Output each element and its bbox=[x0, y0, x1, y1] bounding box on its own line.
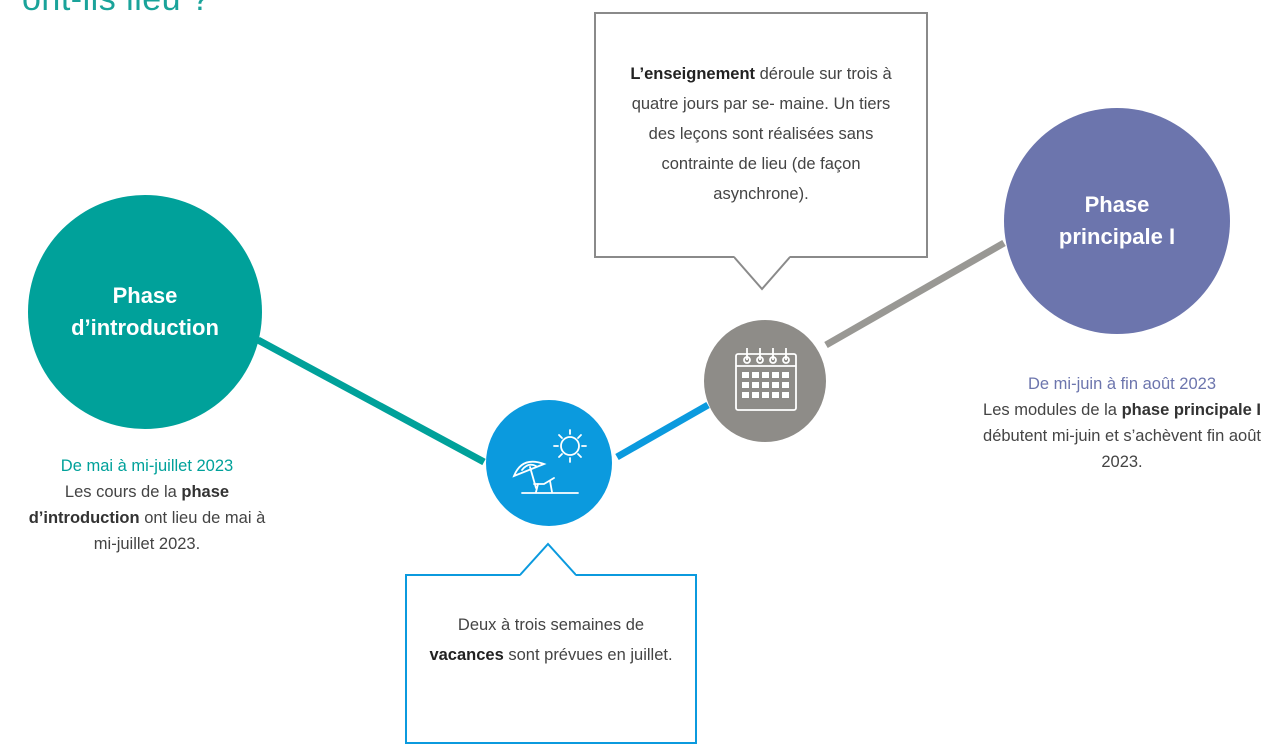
phase-main-title-line1: Phase bbox=[1084, 192, 1150, 217]
phase-intro-caption: De mai à mi-juillet 2023 Les cours de la… bbox=[20, 453, 274, 557]
holidays-callout-pointer bbox=[520, 542, 576, 576]
phase-intro-text-2: ont lieu de mai à mi-juillet 2023. bbox=[93, 509, 266, 553]
holidays-callout: Deux à trois semaines de vacances sont p… bbox=[405, 574, 697, 744]
phase-intro-circle: Phase d’introduction bbox=[28, 195, 262, 429]
holidays-callout-text-1: Deux à trois semaines de bbox=[457, 616, 645, 634]
phase-main-caption: De mi-juin à fin août 2023 Les modules d… bbox=[970, 371, 1265, 475]
phase-main-bold: phase principale I bbox=[1121, 401, 1261, 419]
teaching-callout-pointer bbox=[734, 256, 790, 291]
phase-main-date: De mi-juin à fin août 2023 bbox=[1027, 375, 1217, 393]
phase-main-text-1: Les modules de la bbox=[983, 401, 1122, 419]
phase-main-title-line2: principale I bbox=[1058, 224, 1176, 249]
connector-holiday-calendar bbox=[615, 401, 710, 461]
holiday-circle bbox=[486, 400, 612, 526]
phase-intro-text-1: Les cours de la bbox=[64, 483, 182, 501]
teaching-callout-text: déroule sur trois à quatre jours par se-… bbox=[631, 65, 892, 203]
holidays-callout-text-2: sont prévues en juillet. bbox=[503, 646, 673, 664]
phase-intro-title-line2: d’introduction bbox=[71, 315, 219, 340]
beach-umbrella-sun-icon bbox=[512, 429, 587, 494]
teaching-callout-bold: L’enseignement bbox=[630, 65, 756, 83]
timeline-connectors bbox=[256, 239, 1006, 466]
phase-main-circle: Phase principale I bbox=[1004, 108, 1230, 334]
phase-intro-date: De mai à mi-juillet 2023 bbox=[60, 457, 234, 475]
phase-intro-title-line1: Phase bbox=[112, 283, 178, 308]
teaching-callout: L’enseignement déroule sur trois à quatr… bbox=[594, 12, 928, 258]
calendar-circle bbox=[704, 320, 826, 442]
holidays-callout-bold: vacances bbox=[429, 646, 504, 664]
connector-intro-holiday bbox=[256, 336, 486, 466]
page-heading: ont-ils lieu ? bbox=[22, 0, 210, 19]
connector-calendar-main bbox=[824, 239, 1006, 349]
phase-intro-bold: phase d’introduction bbox=[28, 483, 230, 527]
phase-main-text-2: débutent mi-juin et s’achèvent fin août … bbox=[983, 427, 1261, 471]
calendar-icon bbox=[735, 348, 797, 411]
